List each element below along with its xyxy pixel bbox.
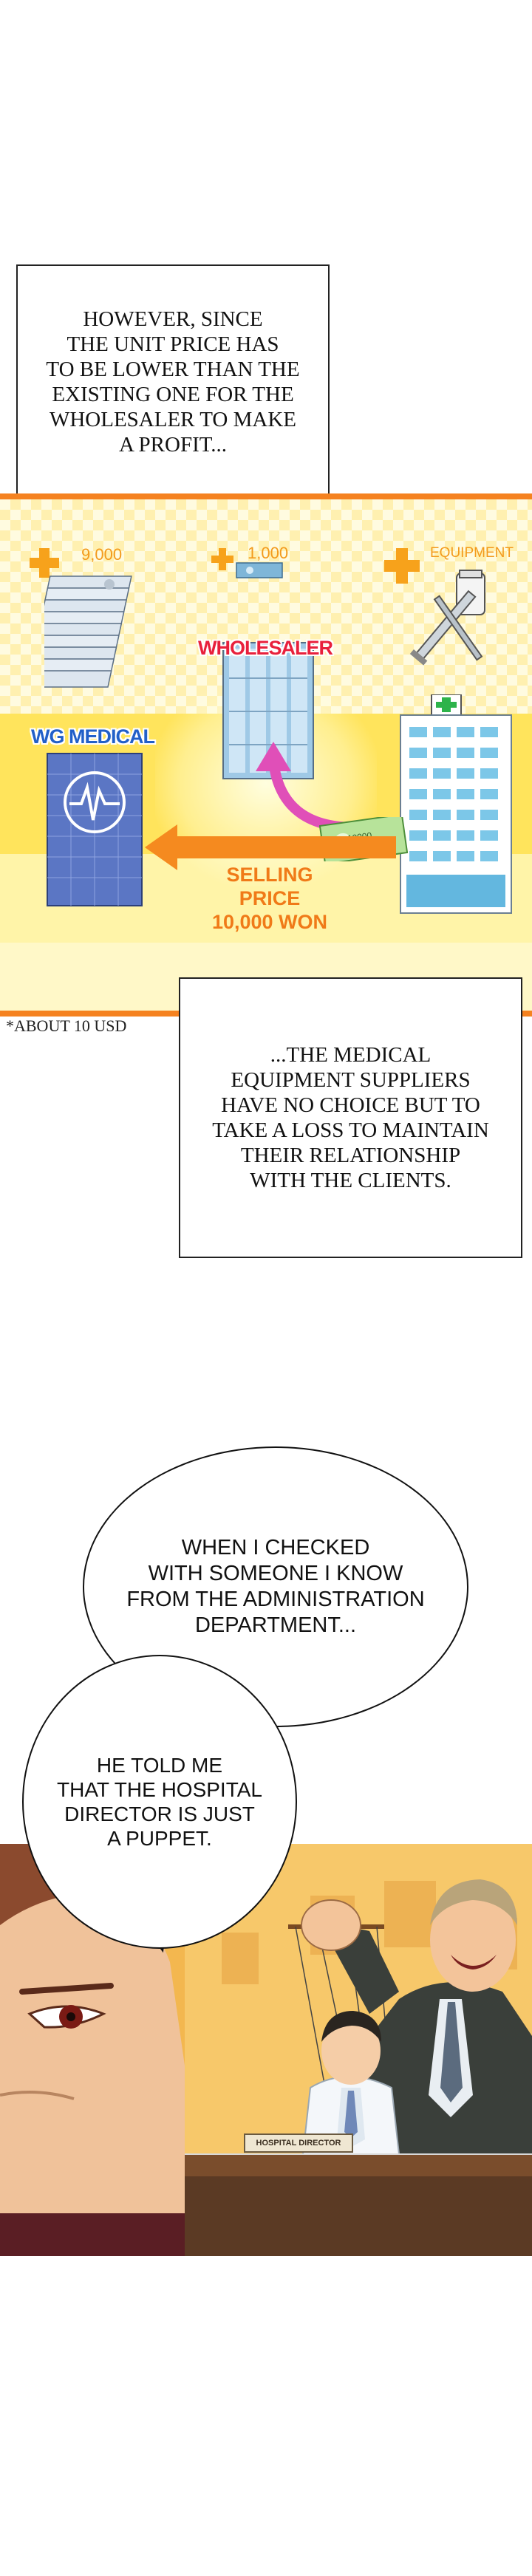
equipment-label: EQUIPMENT — [430, 545, 514, 561]
medical-equipment-icon — [409, 570, 485, 666]
narration-text-middle: ...THE MEDICAL EQUIPMENT SUPPLIERS HAVE … — [212, 1043, 489, 1192]
money-left-label: 9,000 — [81, 545, 123, 564]
orange-arrow-icon — [145, 824, 396, 870]
company-label: WG MEDICAL — [31, 725, 155, 748]
selling-price-label: SELLING PRICE 10,000 WON — [194, 863, 346, 934]
banknote-small-icon — [236, 562, 283, 578]
speech-text-2: HE TOLD ME THAT THE HOSPITAL DIRECTOR IS… — [57, 1754, 262, 1850]
plus-icon-right — [384, 548, 420, 584]
narration-box-middle: ...THE MEDICAL EQUIPMENT SUPPLIERS HAVE … — [179, 977, 522, 1258]
hospital-director-nameplate: HOSPITAL DIRECTOR — [244, 2133, 353, 2153]
narration-box-top: HOWEVER, SINCE THE UNIT PRICE HAS TO BE … — [16, 264, 330, 499]
wg-medical-building-icon — [47, 753, 143, 906]
hospital-building-icon — [400, 694, 512, 914]
plus-icon-center — [211, 548, 233, 570]
speech-text-1: WHEN I CHECKED WITH SOMEONE I KNOW FROM … — [126, 1536, 425, 1637]
plus-icon-left — [30, 548, 59, 578]
selling-price-line2: 10,000 WON — [211, 911, 328, 933]
infographic-top-stripe — [0, 493, 532, 499]
nameplate-text: HOSPITAL DIRECTOR — [256, 2139, 341, 2148]
selling-price-line1: SELLING PRICE — [226, 864, 313, 909]
narration-text-top: HOWEVER, SINCE THE UNIT PRICE HAS TO BE … — [46, 307, 300, 457]
money-stack-icon — [44, 575, 132, 688]
speech-bubble-2: HE TOLD ME THAT THE HOSPITAL DIRECTOR IS… — [22, 1655, 297, 1949]
office-scene-panel: HOSPITAL DIRECTOR — [0, 1844, 532, 2256]
footnote: *ABOUT 10 USD — [6, 1017, 127, 1035]
money-center-label: 1,000 — [248, 544, 289, 562]
wholesaler-label: WHOLESALER — [198, 637, 333, 659]
wholesaler-building-icon — [222, 642, 314, 779]
